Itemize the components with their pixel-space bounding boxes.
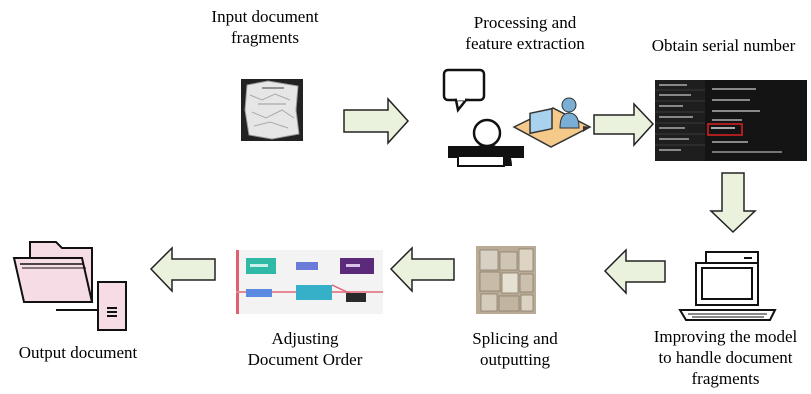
flow-arrow-1 — [343, 97, 410, 145]
step-label-output: Output document — [18, 343, 138, 362]
spliced-document-image — [476, 246, 536, 314]
flow-arrow-5 — [389, 246, 455, 293]
speaking-person-icon — [442, 68, 524, 167]
flow-arrow-4 — [603, 248, 666, 295]
serial-number-screenshot — [655, 80, 807, 161]
server-tower-icon — [97, 281, 127, 331]
crumpled-paper-icon — [241, 79, 303, 141]
computer-worker-icon — [512, 97, 592, 148]
step-label-serial: Obtain serial number — [651, 36, 796, 55]
desktop-computer-icon — [678, 251, 777, 321]
flow-arrow-2 — [593, 102, 655, 147]
flow-arrow-6 — [149, 246, 216, 293]
flow-arrow-3 — [709, 172, 757, 234]
folder-icon — [12, 241, 98, 311]
document-order-screenshot — [236, 250, 383, 314]
